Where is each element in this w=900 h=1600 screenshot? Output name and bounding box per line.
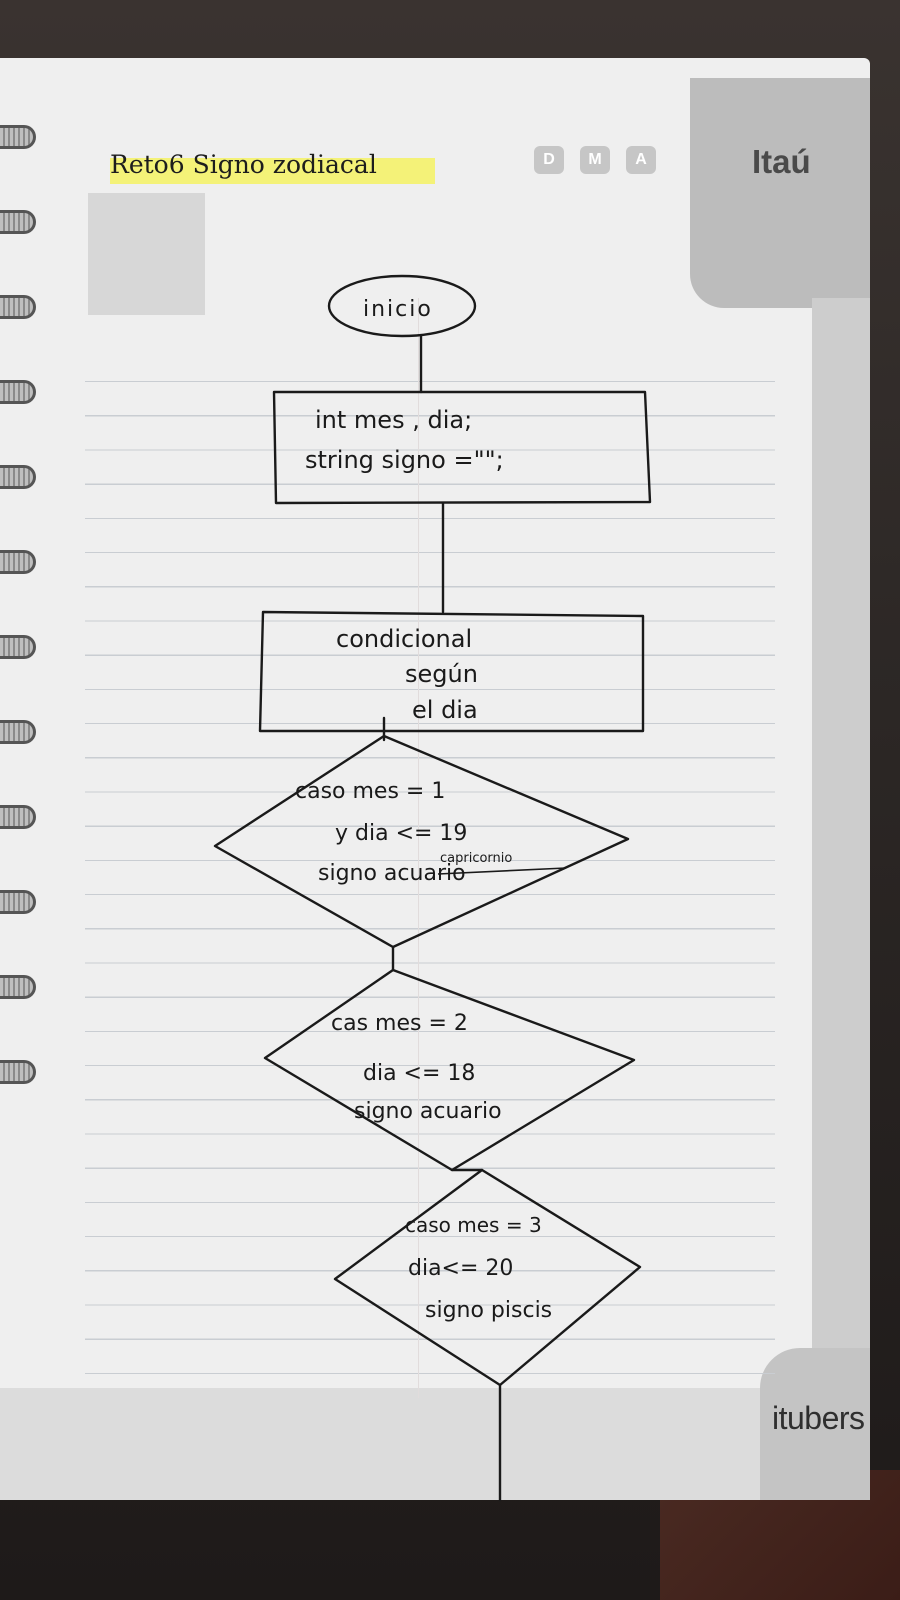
- dma-year-box: A: [626, 146, 656, 174]
- case2-line-3: signo acuario: [354, 1099, 502, 1124]
- brand-logo: Itaú: [752, 143, 811, 180]
- case2-line-2: dia <= 18: [363, 1061, 475, 1086]
- case2-line-1: cas mes = 2: [331, 1011, 468, 1036]
- title-highlight: [110, 158, 435, 184]
- page-title: Reto6 Signo zodiacal: [110, 150, 377, 179]
- process-line-2: según: [405, 660, 478, 688]
- spiral-ring: [0, 720, 36, 744]
- strikethrough: [437, 867, 567, 875]
- process-box: [258, 610, 645, 733]
- spiral-ring: [0, 210, 36, 234]
- notebook-page: [0, 58, 870, 1500]
- spiral-ring: [0, 975, 36, 999]
- side-strip: [812, 298, 870, 1388]
- spiral-ring: [0, 805, 36, 829]
- ruled-lines: [85, 348, 775, 1378]
- spiral-binding: [0, 125, 40, 1115]
- footer-panel: [760, 1348, 870, 1500]
- spiral-ring: [0, 890, 36, 914]
- start-label: inicio: [363, 297, 433, 322]
- declare-line-1: int mes , dia;: [315, 406, 472, 434]
- spiral-ring: [0, 550, 36, 574]
- process-line-1: condicional: [336, 625, 472, 653]
- footer-logo: itubers: [772, 1400, 865, 1436]
- case3-line-3: signo piscis: [425, 1298, 552, 1323]
- bottom-strip: [0, 1388, 870, 1500]
- case1-line-2: y dia <= 19: [335, 821, 467, 846]
- dma-day-box: D: [534, 146, 564, 174]
- spiral-ring: [0, 295, 36, 319]
- spiral-ring: [0, 1060, 36, 1084]
- spiral-ring: [0, 635, 36, 659]
- start-terminal: [327, 274, 477, 338]
- case1-line-1: caso mes = 1: [295, 779, 445, 804]
- spiral-ring: [0, 380, 36, 404]
- case3-line-2: dia<= 20: [408, 1256, 513, 1281]
- process-line-3: el dia: [412, 696, 478, 724]
- case3-line-1: caso mes = 3: [405, 1213, 542, 1237]
- declaration-box: [272, 390, 652, 505]
- declare-line-2: string signo ="";: [305, 446, 504, 474]
- header-panel: [690, 78, 870, 308]
- gray-tab: [88, 193, 205, 315]
- page-fold: [418, 298, 419, 1398]
- spiral-ring: [0, 465, 36, 489]
- case1-correction: capricornio: [440, 851, 512, 866]
- page-title-group: Reto6 Signo zodiacal: [110, 150, 435, 184]
- spiral-ring: [0, 125, 36, 149]
- dma-month-box: M: [580, 146, 610, 174]
